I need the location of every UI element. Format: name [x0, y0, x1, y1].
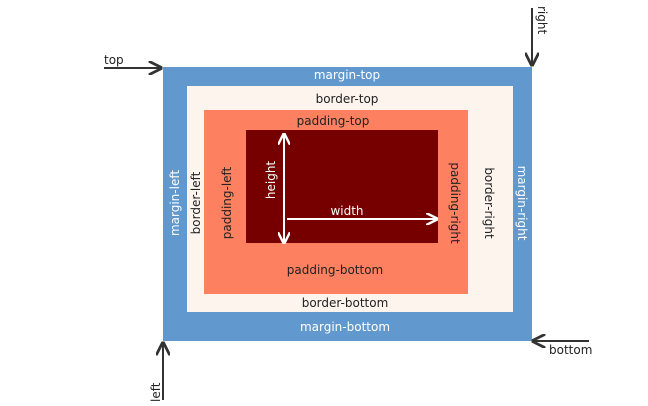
width-label: width	[330, 204, 363, 218]
margin-top-label: margin-top	[314, 68, 380, 82]
padding-left-label: padding-left	[220, 166, 234, 239]
height-label: height	[264, 161, 278, 200]
margin-left-label: margin-left	[168, 170, 182, 236]
left-pointer-label: left	[149, 382, 163, 402]
border-top-label: border-top	[316, 92, 379, 106]
padding-bottom-label: padding-bottom	[287, 263, 384, 277]
padding-right-label: padding-right	[448, 162, 462, 244]
right-pointer-label: right	[535, 6, 549, 34]
bottom-pointer-label: bottom	[549, 343, 592, 357]
border-left-label: border-left	[189, 171, 203, 234]
border-bottom-label: border-bottom	[302, 296, 389, 310]
border-right-label: border-right	[482, 167, 496, 239]
padding-top-label: padding-top	[297, 114, 370, 128]
margin-right-label: margin-right	[515, 166, 529, 241]
top-pointer-label: top	[104, 53, 124, 67]
margin-bottom-label: margin-bottom	[300, 320, 390, 334]
